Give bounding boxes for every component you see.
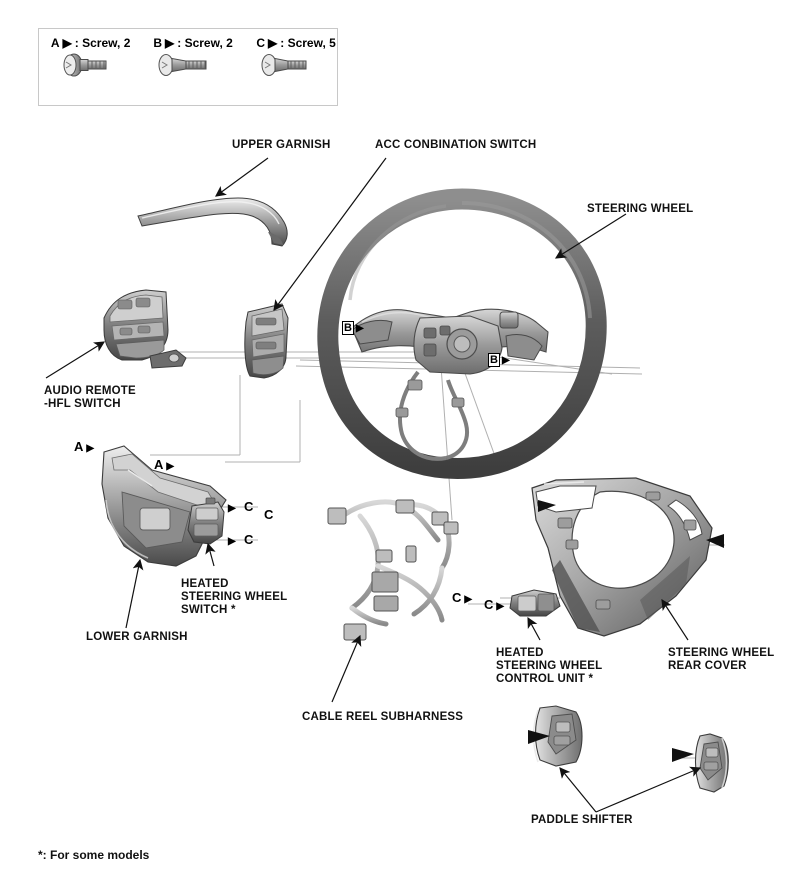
callout-c3-marker-icon-wrap: ▶ [228,535,236,548]
callout-b1: B▶ [342,320,364,335]
part-upper-garnish [137,197,288,247]
callout-c4: C▶ [452,591,472,606]
label-lower-garnish: LOWER GARNISH [86,631,188,643]
label-upper-garnish: UPPER GARNISH [232,139,331,151]
label-rear-cover-line2: REAR COVER [668,660,747,672]
direction-arrow-paddle-right [672,748,694,762]
callout-c1: C [244,500,253,513]
part-steering-wheel-rear-cover [531,477,713,637]
legend-key-a: A [50,36,60,50]
callout-a2-marker-icon: ▶ [166,461,175,472]
direction-arrows [528,500,724,762]
callout-c3-key: C [244,532,254,547]
part-paddle-shifter-right [694,733,729,793]
label-acc-combination-switch: ACC CONBINATION SWITCH [375,139,537,151]
direction-arrow-cover-right [706,534,724,548]
callout-c5: C▶ [484,598,504,613]
callout-b1-key: B [342,321,354,335]
label-cable-reel-subharness: CABLE REEL SUBHARNESS [302,711,464,723]
callout-a1: A▶ [74,440,94,455]
callout-c3: C [244,533,253,546]
label-paddle-shifter: PADDLE SHIFTER [531,814,633,826]
callout-a1-marker-icon: ▶ [86,443,95,454]
leader-lines [45,157,702,813]
label-hsw-switch-line3: SWITCH * [181,604,236,616]
screw-icon-a [63,53,107,77]
legend-text-b: : Screw, 2 [177,36,233,50]
label-hsw-control-line1: HEATED [496,647,544,659]
part-heated-steering-wheel-control-unit [509,589,561,617]
callout-c4-marker-icon: ▶ [464,594,473,605]
legend-marker-a-icon: ▶ [62,36,72,50]
legend-text-c: : Screw, 5 [280,36,336,50]
part-acc-combination-switch [244,303,289,379]
callout-c2: C [264,508,273,521]
legend-text-a: : Screw, 2 [74,36,131,50]
direction-arrow-paddle-left [528,730,550,744]
callout-c3-marker-icon: ▶ [228,536,236,547]
direction-arrow-cover-top [538,500,556,512]
legend-key-c: C [256,36,266,50]
callout-b1-marker-icon: ▶ [355,323,364,334]
label-audio-remote-hfl-switch: AUDIO REMOTE-HFL SWITCH [44,385,136,411]
screw-icon-b [158,54,207,76]
legend-item-c: C▶: Screw, 5 [243,22,336,64]
legend-marker-c-icon: ▶ [268,36,278,50]
callout-c4-key: C [452,590,462,605]
callout-c1-key: C [244,499,254,514]
legend-key-b: B [153,36,163,50]
label-hsw-control-line2: STEERING WHEEL [496,660,603,672]
part-heated-steering-wheel-switch [187,497,225,545]
label-audio-remote-line1: AUDIO REMOTE [44,385,136,397]
part-cable-reel-subharness [337,499,452,627]
callout-c2-key: C [264,507,274,522]
label-hsw-control-line3: CONTROL UNIT * [496,673,594,685]
label-rear-cover-line1: STEERING WHEEL [668,647,775,659]
footnote: *: For some models [38,848,150,862]
legend-item-b: B▶: Screw, 2 [140,22,233,64]
label-hsw-switch-line2: STEERING WHEEL [181,591,288,603]
part-audio-remote-hfl-switch [103,289,187,369]
callout-b2-marker-icon: ▶ [501,355,510,366]
callout-c5-key: C [484,597,494,612]
screw-icon-c [261,54,307,76]
callout-b2: B▶ [488,352,510,367]
legend-marker-b-icon: ▶ [165,36,175,50]
callout-c5-marker-icon: ▶ [496,601,505,612]
cable-reel-connectors [327,499,459,641]
callout-c1-marker-icon: ▶ [228,503,236,514]
callout-a1-key: A [74,439,84,454]
callout-b2-key: B [488,353,500,367]
label-audio-remote-line2: -HFL SWITCH [44,398,121,410]
callout-c1-marker-icon-wrap: ▶ [228,502,236,515]
label-steering-wheel: STEERING WHEEL [587,203,694,215]
callout-a2: A▶ [154,458,174,473]
part-paddle-shifter-left [532,705,583,767]
part-steering-wheel [317,188,607,479]
legend-item-a: A▶: Screw, 2 [38,22,131,64]
label-hsw-switch-line1: HEATED [181,578,229,590]
callout-a2-key: A [154,457,164,472]
